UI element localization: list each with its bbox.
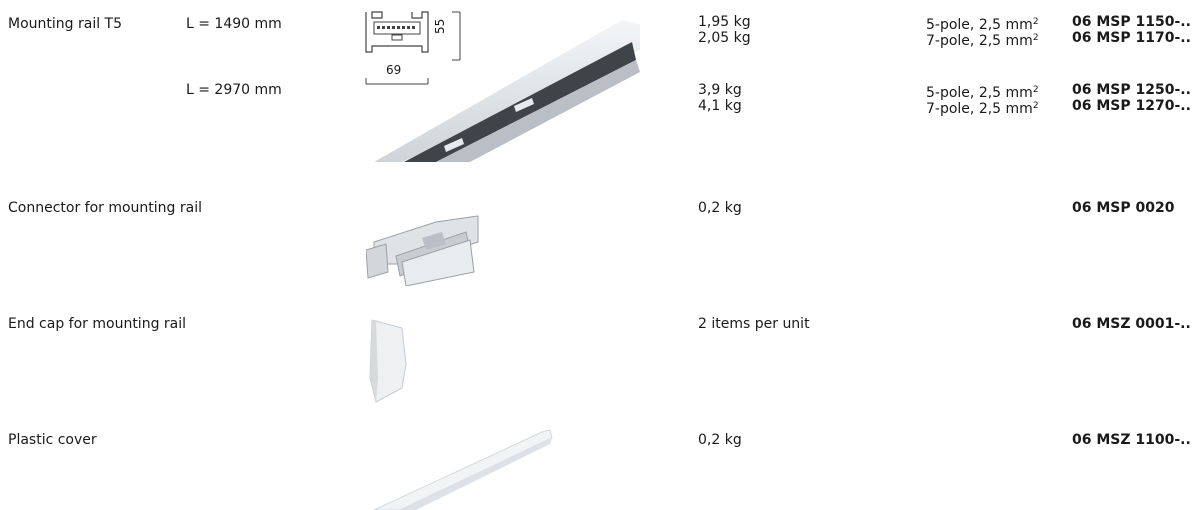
pole-spec-1170: 7-pole, 2,5 mm2 <box>926 33 1039 49</box>
rail-length-1490: L = 1490 mm <box>186 16 282 32</box>
plastic-cover-image <box>374 428 554 510</box>
cross-section-width-label: 69 <box>386 63 402 77</box>
article-number-1150: 06 MSP 1150-.. <box>1072 14 1191 30</box>
article-number-end-cap: 06 MSZ 0001-.. <box>1072 316 1191 332</box>
product-name-plastic-cover: Plastic cover <box>8 432 97 448</box>
pole-spec-1270: 7-pole, 2,5 mm2 <box>926 101 1039 117</box>
article-number-1170: 06 MSP 1170-.. <box>1072 30 1191 46</box>
weight-1270: 4,1 kg <box>698 98 742 114</box>
article-number-1270: 06 MSP 1270-.. <box>1072 98 1191 114</box>
article-number-connector: 06 MSP 0020 <box>1072 200 1175 216</box>
rail-length-2970: L = 2970 mm <box>186 82 282 98</box>
connector-weight: 0,2 kg <box>698 200 742 216</box>
product-name-connector: Connector for mounting rail <box>8 200 203 216</box>
pole-spec-1150: 5-pole, 2,5 mm2 <box>926 17 1039 33</box>
weight-1150: 1,95 kg <box>698 14 751 30</box>
connector-image <box>366 202 482 286</box>
weight-1250: 3,9 kg <box>698 82 742 98</box>
cross-section-drawing <box>362 8 466 88</box>
plastic-cover-weight: 0,2 kg <box>698 432 742 448</box>
end-cap-quantity: 2 items per unit <box>698 316 810 332</box>
product-name-end-cap: End cap for mounting rail <box>8 316 187 332</box>
mounting-rail-image <box>374 20 644 162</box>
product-name-mounting-rail: Mounting rail T5 <box>8 16 123 32</box>
weight-1170: 2,05 kg <box>698 30 751 46</box>
pole-spec-1250: 5-pole, 2,5 mm2 <box>926 85 1039 101</box>
end-cap-image <box>366 318 410 404</box>
article-number-plastic-cover: 06 MSZ 1100-.. <box>1072 432 1191 448</box>
article-number-1250: 06 MSP 1250-.. <box>1072 82 1191 98</box>
